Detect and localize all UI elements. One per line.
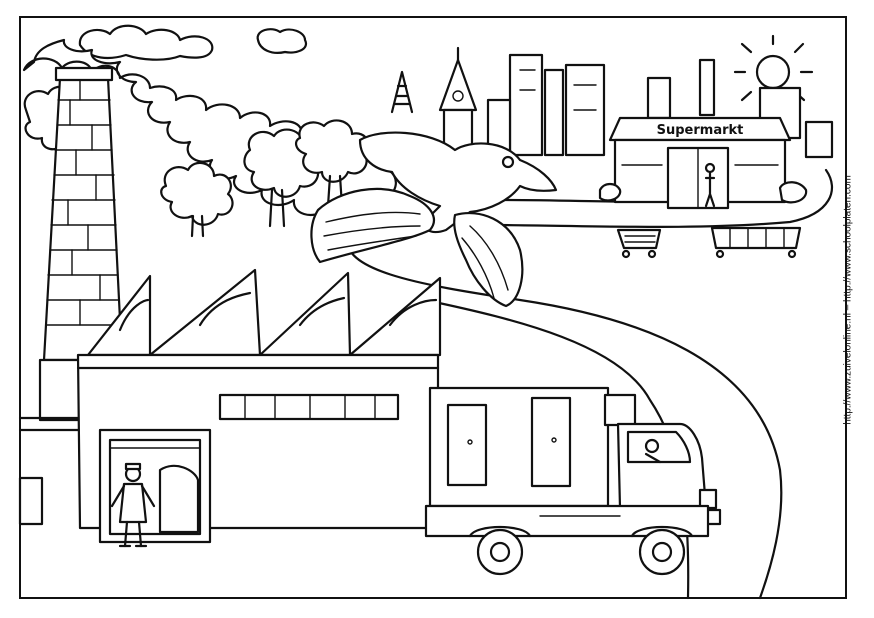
shopping-cart-icon [616,228,662,259]
shopping-cart-row [710,226,802,259]
supermarket-sign: Supermarkt [657,123,744,138]
supermarket: Supermarkt [598,116,808,210]
credit-text: http://www.zuivelonline.nl – http://www.… [842,175,854,425]
radio-mast [390,70,414,114]
bird-icon [310,131,558,308]
truck-icon [424,386,722,576]
factory-worker [110,462,156,548]
factory-icon [18,268,442,544]
cloud [256,28,308,54]
cloud [78,24,214,61]
city-skyline [486,53,834,159]
